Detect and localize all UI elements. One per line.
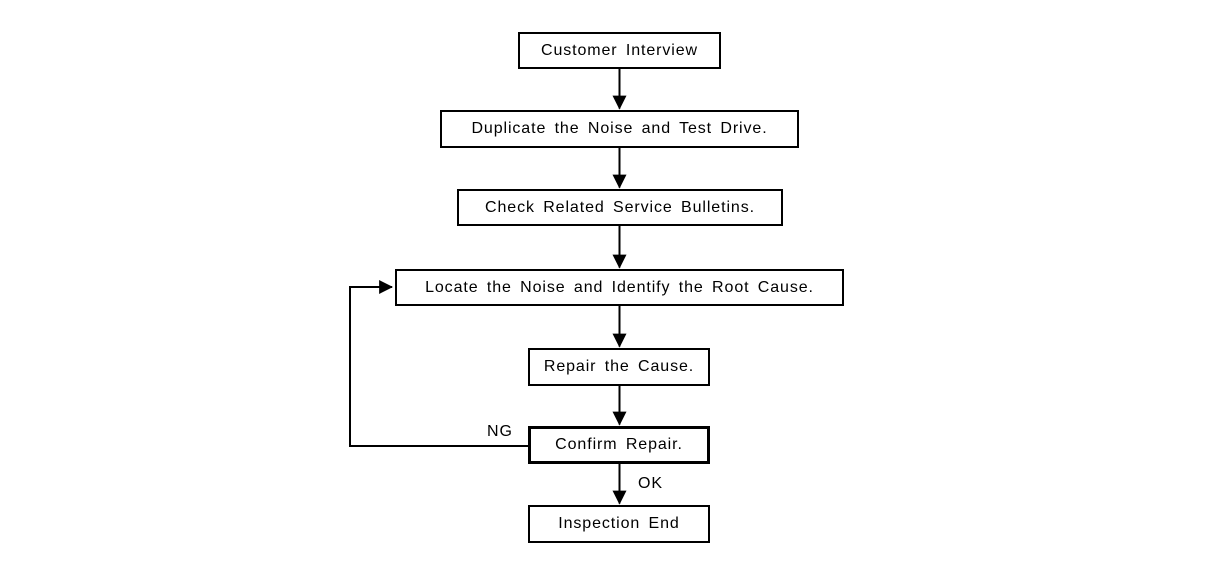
node-duplicate-noise[interactable]: Duplicate the Noise and Test Drive. (440, 110, 799, 148)
node-label-locate-noise: Locate the Noise and Identify the Root C… (425, 278, 814, 296)
edge-label-ok: OK (638, 475, 663, 492)
connector-confirm-back-to-locate (349, 280, 528, 447)
node-label-repair-cause: Repair the Cause. (543, 358, 695, 375)
node-label-inspection-end: Inspection End (558, 515, 680, 532)
node-locate-noise[interactable]: Locate the Noise and Identify the Root C… (395, 269, 844, 306)
node-inspection-end[interactable]: Inspection End (528, 505, 710, 543)
node-label-duplicate-noise: Duplicate the Noise and Test Drive. (471, 120, 768, 137)
node-check-bulletins[interactable]: Check Related Service Bulletins. (457, 189, 783, 226)
node-confirm-repair[interactable]: Confirm Repair. (528, 426, 710, 464)
node-label-customer-interview: Customer Interview (540, 41, 699, 59)
node-repair-cause[interactable]: Repair the Cause. (528, 348, 710, 386)
node-label-check-bulletins: Check Related Service Bulletins. (485, 198, 755, 216)
node-label-confirm-repair: Confirm Repair. (555, 436, 683, 453)
edge-label-ng: NG (487, 423, 513, 440)
node-customer-interview[interactable]: Customer Interview (518, 32, 721, 69)
